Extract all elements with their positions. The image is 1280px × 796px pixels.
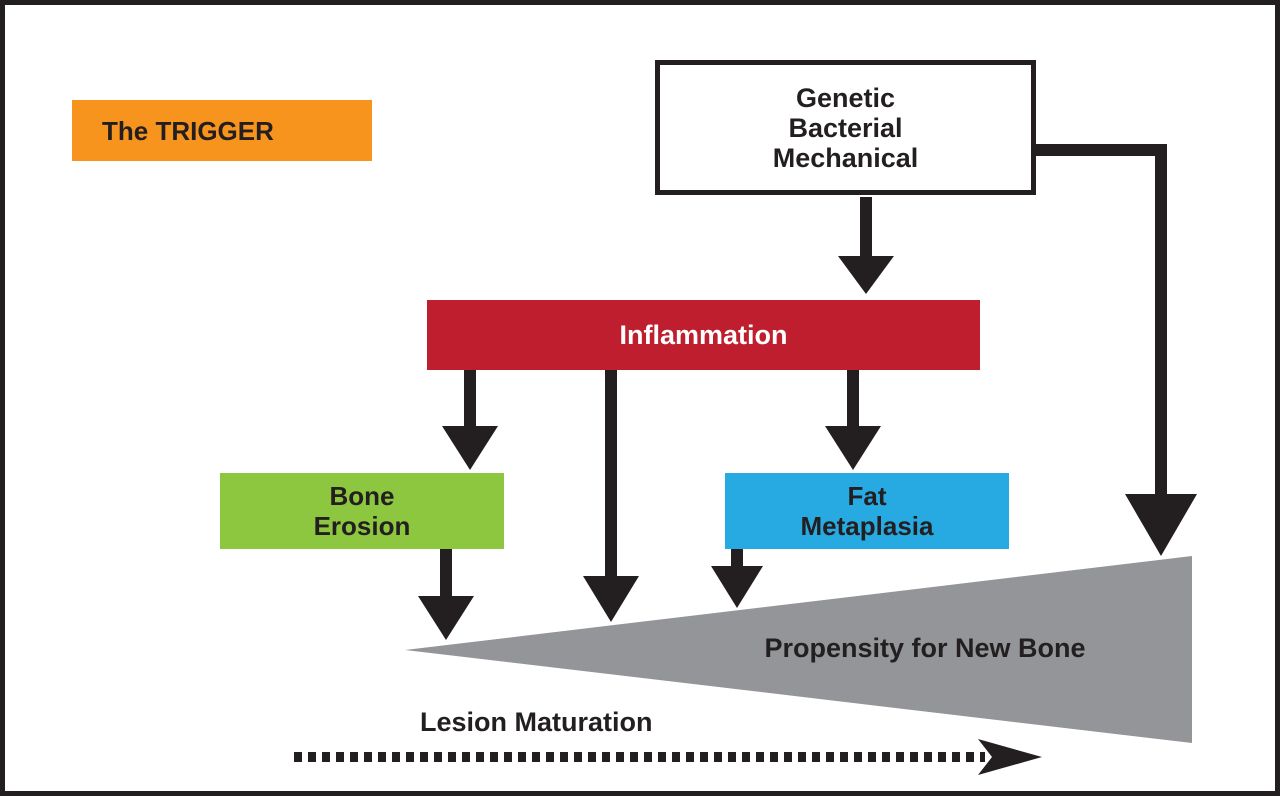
cause-mechanical: Mechanical	[772, 142, 919, 173]
fat-metaplasia-box: Fat Metaplasia	[725, 473, 1009, 549]
arrow-inflammation-to-fat-metaplasia	[825, 370, 881, 470]
cause-genetic: Genetic	[795, 82, 896, 113]
fat-metaplasia-line-1: Fat	[847, 481, 887, 511]
propensity-wedge	[405, 556, 1192, 743]
causes-box: Genetic Bacterial Mechanical	[655, 60, 1036, 195]
lesion-maturation-text: Lesion Maturation	[420, 707, 653, 737]
arrow-fat-metaplasia-to-propensity	[711, 549, 763, 608]
trigger-label-box: The TRIGGER	[72, 100, 372, 161]
inflammation-box: Inflammation	[427, 300, 980, 370]
bone-erosion-line-1: Bone	[329, 481, 395, 511]
propensity-text: Propensity for New Bone	[764, 633, 1086, 663]
arrow-inflammation-to-propensity	[583, 370, 639, 622]
cause-bacterial: Bacterial	[788, 112, 903, 143]
propensity-label: Propensity for New Bone	[700, 628, 1150, 668]
bone-erosion-line-2: Erosion	[313, 511, 411, 541]
fat-metaplasia-line-2: Metaplasia	[800, 511, 934, 541]
trigger-label: The TRIGGER	[102, 115, 274, 146]
arrow-bone-erosion-to-propensity	[418, 549, 474, 640]
lesion-maturation-arrow	[294, 739, 1042, 775]
bone-erosion-box: Bone Erosion	[220, 473, 504, 549]
arrow-causes-to-inflammation	[838, 197, 894, 294]
arrow-causes-to-propensity	[1036, 144, 1197, 556]
inflammation-label: Inflammation	[619, 320, 788, 350]
lesion-maturation-label: Lesion Maturation	[420, 702, 740, 742]
arrow-inflammation-to-bone-erosion	[442, 370, 498, 470]
